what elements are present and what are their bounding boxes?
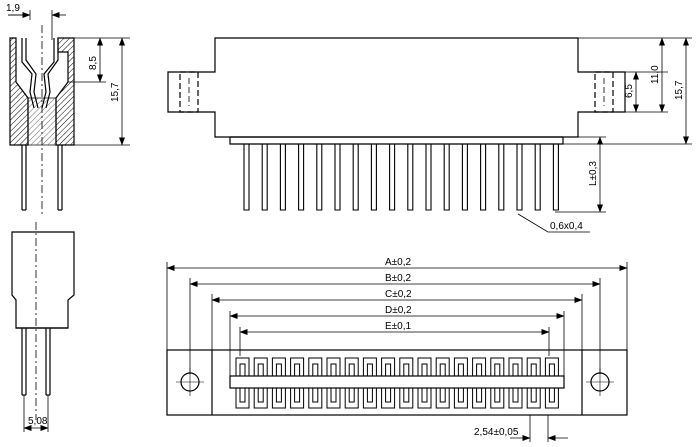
contact-pair [417, 357, 432, 409]
contact-pair [362, 357, 377, 409]
front-h1-label: 6,5 [624, 84, 635, 98]
contact-pair [326, 357, 341, 409]
contact-pair [399, 357, 414, 409]
contact-pair [544, 357, 559, 409]
dim-a-label: A±0,2 [385, 257, 411, 268]
side-section-view [9, 25, 75, 215]
side-h1-label: 8,5 [88, 56, 99, 70]
front-pin [534, 144, 541, 211]
contact-pair [526, 357, 541, 409]
left-wall-section [9, 37, 29, 146]
front-pin [516, 144, 523, 211]
front-pins [243, 144, 559, 211]
front-pin [370, 144, 377, 211]
pin-length-label: L±0,3 [588, 161, 599, 186]
contact-pair [271, 357, 286, 409]
contact-pair [435, 357, 450, 409]
front-pin [279, 144, 286, 211]
contact-pair [453, 357, 468, 409]
side-h2-label: 15,7 [110, 82, 121, 102]
contact-pair [344, 357, 359, 409]
contact-slot [229, 375, 565, 389]
dim-d-label: D±0,2 [385, 305, 412, 316]
right-flange-slot [594, 71, 614, 113]
top-outline [166, 349, 628, 416]
top-contacts [235, 357, 559, 409]
end-width-label: 5,08 [28, 416, 48, 427]
left-contact [21, 38, 35, 109]
front-pin [407, 144, 414, 211]
dim-c-label: C±0,2 [385, 289, 412, 300]
left-contact-inner [25, 38, 39, 109]
front-pin [334, 144, 341, 211]
front-dimensions [517, 37, 692, 233]
front-pin [498, 144, 505, 211]
top-dimensions [166, 262, 628, 442]
end-body [11, 231, 75, 329]
front-body [167, 37, 626, 138]
right-contact [45, 38, 59, 109]
side-dimensions [8, 10, 130, 146]
front-pin [425, 144, 432, 211]
contact-pair [490, 357, 505, 409]
front-pin [552, 144, 559, 211]
end-dimensions [23, 395, 49, 432]
contact-pair [235, 357, 250, 409]
end-view [11, 222, 75, 420]
front-pin [316, 144, 323, 211]
dim-b-label: B±0,2 [385, 273, 411, 284]
front-pin [389, 144, 396, 211]
right-contact-inner [41, 38, 55, 109]
front-pin [243, 144, 250, 211]
contact-pair [253, 357, 268, 409]
contact-pair [381, 357, 396, 409]
dim-e-label: E±0,1 [385, 321, 411, 332]
front-pin [298, 144, 305, 211]
side-width-label: 1,9 [6, 3, 20, 14]
front-pin [480, 144, 487, 211]
contact-pair [308, 357, 323, 409]
contact-pair [472, 357, 487, 409]
right-wall-section [55, 37, 75, 146]
pitch-label: 2,54±0,05 [474, 427, 519, 438]
pin-size-label: 0,6x0,4 [550, 221, 583, 232]
front-pin [443, 144, 450, 211]
front-h3-label: 15,7 [674, 80, 685, 100]
front-h2-label: 11,0 [650, 65, 661, 84]
front-pin [461, 144, 468, 211]
front-pin [352, 144, 359, 211]
front-pin [261, 144, 268, 211]
left-flange-slot [179, 71, 199, 113]
front-view [167, 37, 626, 145]
contact-pair [508, 357, 523, 409]
contact-pair [290, 357, 305, 409]
